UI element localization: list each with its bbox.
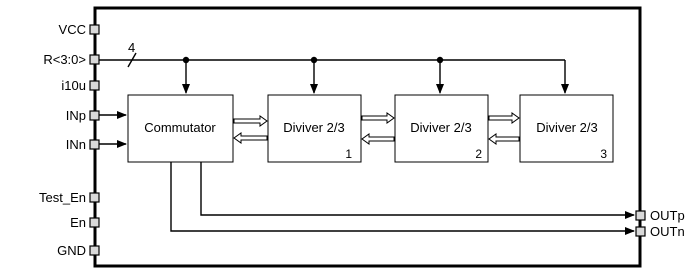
divider-1-block — [267, 94, 362, 163]
outn-wire — [170, 162, 635, 235]
r-bus — [99, 52, 569, 94]
bus-junctions — [182, 56, 444, 64]
pin-gnd — [89, 245, 100, 256]
label-inp: INp — [66, 108, 86, 123]
label-inn: INn — [66, 137, 86, 152]
divider-1-label: Diviver 2/3 — [283, 120, 344, 135]
divider-1-index: 1 — [345, 147, 352, 161]
pin-outp — [635, 210, 646, 221]
divider-3-block — [519, 94, 614, 163]
label-outn: OUTn — [650, 224, 685, 239]
commutator-label: Commutator — [144, 120, 216, 135]
divider-2-block — [394, 94, 489, 163]
label-test-en: Test_En — [39, 190, 86, 205]
interblock-arrows — [233, 112, 520, 145]
right-pins — [635, 210, 646, 237]
left-pins — [89, 24, 100, 256]
label-vcc: VCC — [59, 22, 86, 37]
pin-inn — [89, 139, 100, 150]
pin-r — [89, 54, 100, 65]
chip-outline — [93, 6, 642, 268]
pin-vcc — [89, 24, 100, 35]
pin-en — [89, 217, 100, 228]
label-r: R<3:0> — [43, 52, 86, 67]
divider-3-label: Diviver 2/3 — [536, 120, 597, 135]
divider-2-label: Diviver 2/3 — [410, 120, 471, 135]
bus-width-label: 4 — [128, 40, 135, 55]
divider-3-index: 3 — [600, 147, 607, 161]
label-en: En — [70, 215, 86, 230]
pin-test-en — [89, 192, 100, 203]
label-outp: OUTp — [650, 208, 685, 223]
pin-i10u — [89, 80, 100, 91]
outp-wire — [200, 162, 635, 219]
pin-outn — [635, 226, 646, 237]
label-gnd: GND — [57, 243, 86, 258]
bus-slash — [127, 52, 137, 68]
label-i10u: i10u — [61, 78, 86, 93]
pin-inp — [89, 110, 100, 121]
commutator-block — [127, 94, 234, 163]
divider-2-index: 2 — [475, 147, 482, 161]
